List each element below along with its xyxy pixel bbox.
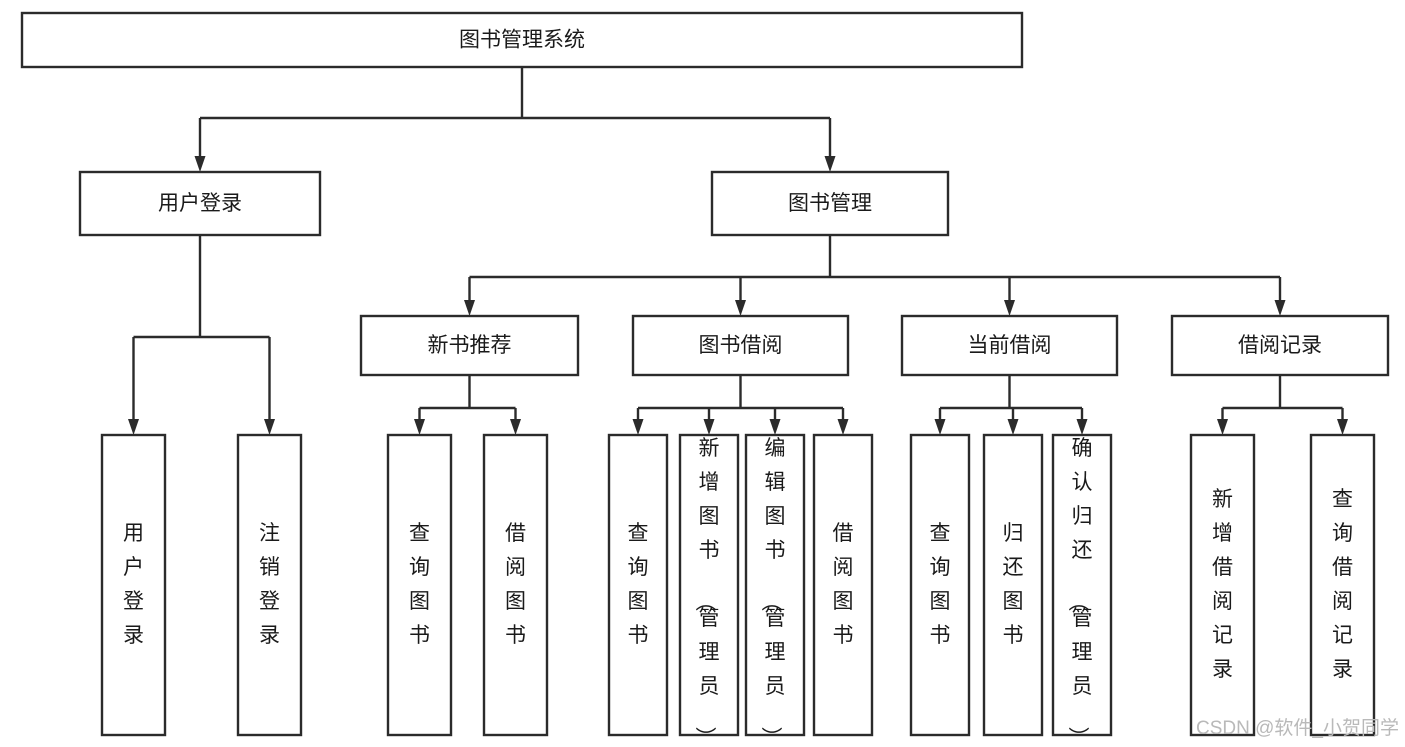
node-leaf-rec-add[interactable]: 新增借阅记录 bbox=[1189, 433, 1256, 737]
node-current-borrow[interactable]: 当前借阅 bbox=[900, 314, 1119, 377]
node-box-leaf-user-logout bbox=[236, 433, 303, 737]
node-label-leaf-rec-borrow: 借阅图书 bbox=[505, 522, 526, 647]
node-box-book-borrow bbox=[631, 314, 850, 377]
node-root[interactable]: 图书管理系统 bbox=[20, 11, 1024, 69]
node-label-leaf-borrow-do: 借阅图书 bbox=[833, 522, 854, 647]
node-leaf-cur-confirm[interactable]: 确认归还（管理员） bbox=[1051, 433, 1113, 747]
node-label-leaf-cur-return: 归还图书 bbox=[1003, 522, 1024, 647]
node-box-leaf-cur-return bbox=[982, 433, 1044, 737]
node-label-new-book-rec: 新书推荐 bbox=[428, 334, 512, 357]
node-label-current-borrow: 当前借阅 bbox=[968, 334, 1052, 357]
node-box-leaf-cur-query bbox=[909, 433, 971, 737]
node-label-leaf-borrow-query: 查询图书 bbox=[628, 522, 649, 647]
node-box-leaf-rec-add bbox=[1189, 433, 1256, 737]
edge-group-root bbox=[194, 67, 836, 172]
node-leaf-borrow-do[interactable]: 借阅图书 bbox=[812, 433, 874, 737]
node-leaf-rec-query[interactable]: 查询图书 bbox=[386, 433, 453, 737]
node-leaf-rec-search[interactable]: 查询借阅记录 bbox=[1309, 433, 1376, 737]
node-label-borrow-record: 借阅记录 bbox=[1238, 334, 1322, 357]
node-box-current-borrow bbox=[900, 314, 1119, 377]
node-leaf-borrow-query[interactable]: 查询图书 bbox=[607, 433, 669, 737]
node-label-leaf-borrow-add: 新增图书（管理员） bbox=[694, 437, 720, 747]
node-new-book-rec[interactable]: 新书推荐 bbox=[359, 314, 580, 377]
node-leaf-rec-borrow[interactable]: 借阅图书 bbox=[482, 433, 549, 737]
node-label-leaf-rec-add: 新增借阅记录 bbox=[1212, 488, 1233, 681]
node-label-leaf-rec-query: 查询图书 bbox=[409, 522, 430, 647]
node-box-leaf-rec-query bbox=[386, 433, 453, 737]
nodes-layer: 图书管理系统用户登录图书管理新书推荐图书借阅当前借阅借阅记录用户登录注销登录查询… bbox=[20, 11, 1390, 747]
edge-group-user-login bbox=[128, 235, 275, 435]
node-leaf-user-logout[interactable]: 注销登录 bbox=[236, 433, 303, 737]
node-label-leaf-cur-confirm: 确认归还（管理员） bbox=[1067, 437, 1093, 747]
node-box-leaf-borrow-add bbox=[678, 433, 740, 737]
node-label-leaf-rec-search: 查询借阅记录 bbox=[1332, 488, 1353, 681]
node-box-user-login bbox=[78, 170, 322, 237]
edge-group-book-manage bbox=[464, 235, 1286, 316]
node-box-leaf-borrow-edit bbox=[744, 433, 806, 737]
node-label-root: 图书管理系统 bbox=[459, 29, 585, 52]
edge-group-book-borrow bbox=[632, 375, 849, 435]
node-label-user-login: 用户登录 bbox=[158, 192, 242, 215]
edge-group-current-borrow bbox=[934, 375, 1088, 435]
node-label-leaf-cur-query: 查询图书 bbox=[930, 522, 951, 647]
edge-group-new-book-rec bbox=[414, 375, 521, 435]
node-book-manage[interactable]: 图书管理 bbox=[710, 170, 950, 237]
node-box-leaf-borrow-do bbox=[812, 433, 874, 737]
node-user-login[interactable]: 用户登录 bbox=[78, 170, 322, 237]
node-label-leaf-user-logout: 注销登录 bbox=[259, 522, 280, 647]
node-book-borrow[interactable]: 图书借阅 bbox=[631, 314, 850, 377]
edges-layer bbox=[128, 67, 1348, 435]
node-box-leaf-rec-borrow bbox=[482, 433, 549, 737]
node-label-leaf-borrow-edit: 编辑图书（管理员） bbox=[760, 437, 786, 747]
node-leaf-cur-query[interactable]: 查询图书 bbox=[909, 433, 971, 737]
node-box-leaf-user-login bbox=[100, 433, 167, 737]
node-box-leaf-borrow-query bbox=[607, 433, 669, 737]
node-box-book-manage bbox=[710, 170, 950, 237]
csdn-watermark: CSDN @软件_小贺同学 bbox=[1196, 717, 1399, 739]
node-borrow-record[interactable]: 借阅记录 bbox=[1170, 314, 1390, 377]
node-box-new-book-rec bbox=[359, 314, 580, 377]
node-box-root bbox=[20, 11, 1024, 69]
node-label-book-manage: 图书管理 bbox=[788, 192, 872, 215]
node-leaf-borrow-edit[interactable]: 编辑图书（管理员） bbox=[744, 433, 806, 747]
edge-group-borrow-record bbox=[1217, 375, 1348, 435]
node-label-book-borrow: 图书借阅 bbox=[699, 334, 783, 357]
node-leaf-user-login[interactable]: 用户登录 bbox=[100, 433, 167, 737]
node-leaf-cur-return[interactable]: 归还图书 bbox=[982, 433, 1044, 737]
node-label-leaf-user-login: 用户登录 bbox=[123, 522, 144, 647]
node-box-leaf-cur-confirm bbox=[1051, 433, 1113, 737]
node-box-borrow-record bbox=[1170, 314, 1390, 377]
node-box-leaf-rec-search bbox=[1309, 433, 1376, 737]
node-leaf-borrow-add[interactable]: 新增图书（管理员） bbox=[678, 433, 740, 747]
